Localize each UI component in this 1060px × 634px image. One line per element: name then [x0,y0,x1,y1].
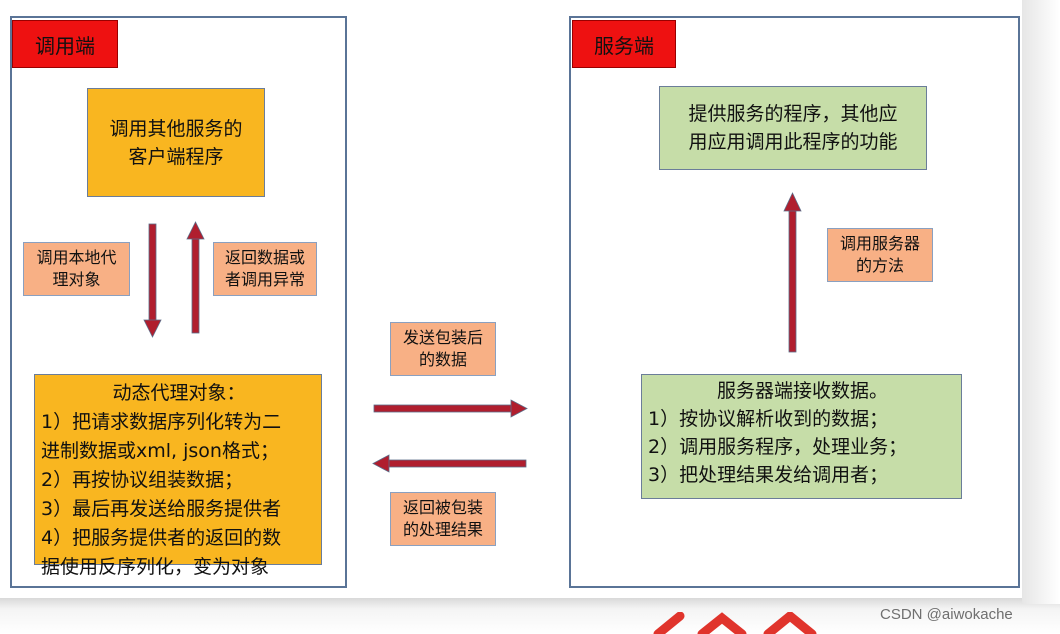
receiver-line: 1）按协议解析收到的数据； [648,408,889,430]
client-program-line: 客户端程序 [128,145,224,168]
return-data-label-line: 返回数据或 [224,248,305,267]
send-data-label-line: 发送包装后 [402,328,483,347]
watermark: CSDN @aiwokache [880,606,1013,623]
decorative-mark [653,612,817,634]
arrow-up-icon [186,221,205,334]
client-program-line: 调用其他服务的 [109,117,243,140]
return-result-label-line: 返回被包装 [402,498,483,517]
proxy-object-line: 据使用反序列化，变为对象 [41,556,270,578]
return-result-label: 返回被包装 的处理结果 [390,492,496,546]
send-data-label: 发送包装后 的数据 [390,322,496,376]
receiver-line: 3）把处理结果发给调用者； [648,464,889,486]
call-proxy-label-line: 调用本地代 [36,248,117,267]
arrow-right-icon [373,399,528,418]
server-program-box: 提供服务的程序，其他应 用应用调用此程序的功能 [659,86,927,170]
receiver-line: 2）调用服务程序，处理业务； [648,436,908,458]
client-program-box: 调用其他服务的 客户端程序 [87,88,265,197]
proxy-object-title: 动态代理对象： [112,382,246,404]
invoke-method-label: 调用服务器 的方法 [827,228,933,282]
proxy-object-line: 4）把服务提供者的返回的数 [41,527,282,549]
proxy-object-line: 进制数据或xml, json格式； [41,440,279,462]
server-tag: 服务端 [572,20,676,68]
server-program-line: 提供服务的程序，其他应 [688,103,898,125]
arrow-down-icon [143,223,162,338]
proxy-object-line: 1）把请求数据序列化转为二 [41,411,282,433]
send-data-label-line: 的数据 [418,350,467,369]
server-tag-text: 服务端 [594,33,654,58]
client-tag: 调用端 [12,20,118,68]
proxy-object-box: 动态代理对象： 1）把请求数据序列化转为二 进制数据或xml, json格式； … [34,374,322,578]
arrow-left-icon [372,454,527,473]
arrow-up-icon [783,192,802,353]
return-result-label-line: 的处理结果 [402,520,483,539]
receiver-box: 服务器端接收数据。 1）按协议解析收到的数据； 2）调用服务程序，处理业务； 3… [641,374,962,499]
bottom-shadow [0,598,1060,634]
proxy-object-line: 2）再按协议组装数据； [41,469,244,491]
call-proxy-label: 调用本地代 理对象 [23,242,130,296]
return-data-label-line: 者调用异常 [224,270,305,289]
proxy-object-line: 3）最后再发送给服务提供者 [41,498,282,520]
server-program-line: 用应用调用此程序的功能 [688,131,898,153]
return-data-label: 返回数据或 者调用异常 [213,242,317,296]
right-shadow [1022,0,1060,604]
invoke-method-label-line: 的方法 [855,256,904,275]
call-proxy-label-line: 理对象 [52,270,101,289]
client-tag-text: 调用端 [35,33,95,58]
invoke-method-label-line: 调用服务器 [839,234,920,253]
receiver-title: 服务器端接收数据。 [716,380,888,402]
